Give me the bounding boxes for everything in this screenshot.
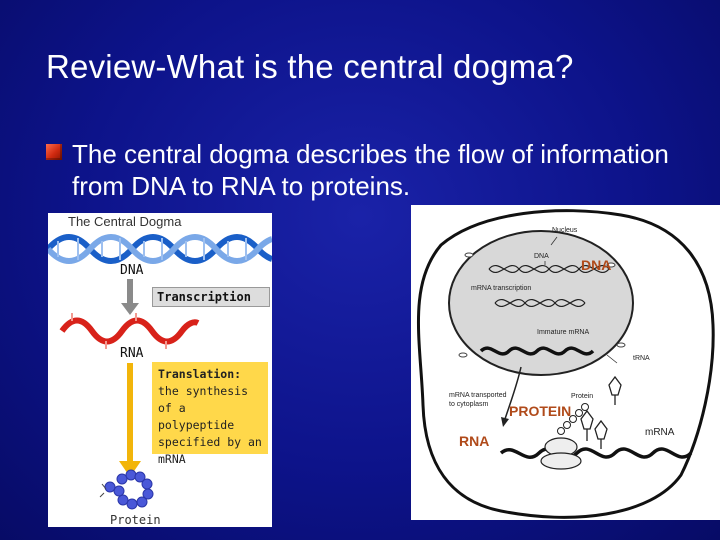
rna-big-label: RNA [459, 433, 490, 449]
cell-diagram: Nucleus DNA DNA mRNA transcription Immat… [411, 205, 720, 520]
trna-label: tRNA [633, 355, 650, 362]
translation-heading: Translation: [158, 367, 242, 381]
dna-small-label: DNA [534, 253, 549, 260]
translation-box: Translation: the synthesis of a polypept… [152, 362, 268, 466]
protein-label: Protein [110, 513, 161, 527]
bullet-icon [46, 144, 62, 160]
rna-label: RNA [120, 346, 144, 361]
protein-small-label: Protein [571, 393, 594, 400]
translation-line: of a polypeptide [158, 401, 235, 432]
slide-title: Review-What is the central dogma? [46, 48, 574, 85]
dna-big-label: DNA [581, 257, 612, 273]
nuclear-pores [458, 252, 626, 358]
translation-arrow [119, 363, 141, 477]
pointer-lines [544, 236, 618, 364]
dna-helix [48, 234, 272, 264]
rna-strand [59, 317, 200, 345]
central-dogma-figure: The Central Dogma DNA Transcription RNA … [48, 213, 272, 527]
bullet-text: The central dogma describes the flow of … [72, 139, 669, 201]
mrna-label: mRNA [645, 427, 675, 438]
cell-membrane [417, 209, 715, 519]
protein-tail [99, 483, 107, 498]
translation-line: the synthesis [158, 384, 249, 398]
central-dogma-title: The Central Dogma [68, 214, 182, 229]
transcription-label: Transcription [152, 287, 270, 307]
central-dogma-graphic [48, 234, 272, 510]
ribosomes [540, 437, 582, 470]
polypeptide-chain [557, 403, 589, 435]
bullet-item: The central dogma describes the flow of … [46, 138, 696, 202]
trna-molecules [580, 375, 622, 449]
immature-mrna-label: Immature mRNA [537, 329, 590, 336]
nuclear-mrna [479, 346, 595, 356]
dna-label: DNA [120, 263, 144, 278]
mrna-transcription-label: mRNA transcription [471, 285, 532, 292]
nuclear-dna [488, 265, 610, 307]
protein-big-label: PROTEIN [509, 403, 572, 419]
nucleus-label: Nucleus [552, 227, 578, 234]
protein-chain [104, 469, 154, 510]
translation-line: specified by an [158, 435, 262, 449]
rna-bases [71, 313, 167, 349]
cell-graphic [417, 209, 715, 519]
mrna-transport-label: mRNA transported to cytoplasm [449, 392, 507, 408]
mrna-transport-arrow [504, 366, 522, 420]
transcription-arrow [121, 279, 139, 315]
cytoplasm-mrna [499, 447, 693, 459]
translation-line: mRNA [158, 452, 186, 466]
